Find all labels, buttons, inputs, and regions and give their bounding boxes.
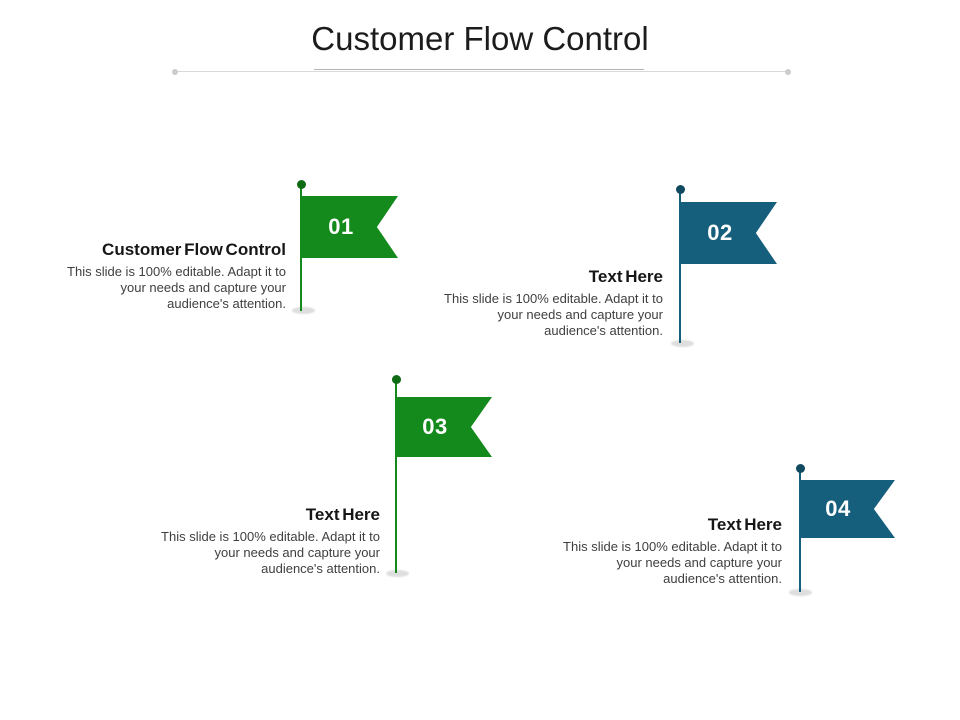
flagpole-top-dot xyxy=(676,185,685,194)
step-number: 04 xyxy=(825,496,851,521)
step-text-block: Text Here This slide is 100% editable. A… xyxy=(438,267,663,339)
title-divider-line xyxy=(175,71,788,72)
divider-endpoint-dot-right xyxy=(785,69,791,75)
title-divider-accent-line xyxy=(314,69,644,70)
flag-banner-03: 03 xyxy=(396,397,492,457)
step-heading: Customer Flow Control xyxy=(102,240,286,259)
step-heading: Text Here xyxy=(588,267,663,286)
flagpole-shadow xyxy=(292,307,315,314)
divider-endpoint-dot-left xyxy=(172,69,178,75)
flag-banner-04: 04 xyxy=(799,480,895,538)
step-text-block: Customer Flow Control This slide is 100%… xyxy=(61,240,286,312)
step-text-block: Text Here This slide is 100% editable. A… xyxy=(155,505,380,577)
step-heading: Text Here xyxy=(305,505,380,524)
flagpole xyxy=(395,383,397,573)
step-body: This slide is 100% editable. Adapt it to… xyxy=(563,539,782,586)
flagpole xyxy=(300,187,302,311)
flagpole-shadow xyxy=(671,340,694,347)
step-number: 02 xyxy=(707,220,733,245)
step-number: 03 xyxy=(422,414,448,439)
flagpole-shadow xyxy=(386,570,409,577)
step-body: This slide is 100% editable. Adapt it to… xyxy=(444,291,663,338)
step-body: This slide is 100% editable. Adapt it to… xyxy=(67,264,286,311)
step-heading: Text Here xyxy=(707,515,782,534)
flag-banner-01: 01 xyxy=(302,196,398,258)
slide-title: Customer Flow Control xyxy=(311,20,649,57)
flagpole-top-dot xyxy=(392,375,401,384)
flagpole-top-dot xyxy=(297,180,306,189)
flag-banner-02: 02 xyxy=(681,202,777,264)
step-text-block: Text Here This slide is 100% editable. A… xyxy=(557,515,782,587)
flagpole xyxy=(679,193,681,343)
flagpole-shadow xyxy=(789,589,812,596)
step-body: This slide is 100% editable. Adapt it to… xyxy=(161,529,380,576)
flagpole-top-dot xyxy=(796,464,805,473)
step-number: 01 xyxy=(328,214,354,239)
